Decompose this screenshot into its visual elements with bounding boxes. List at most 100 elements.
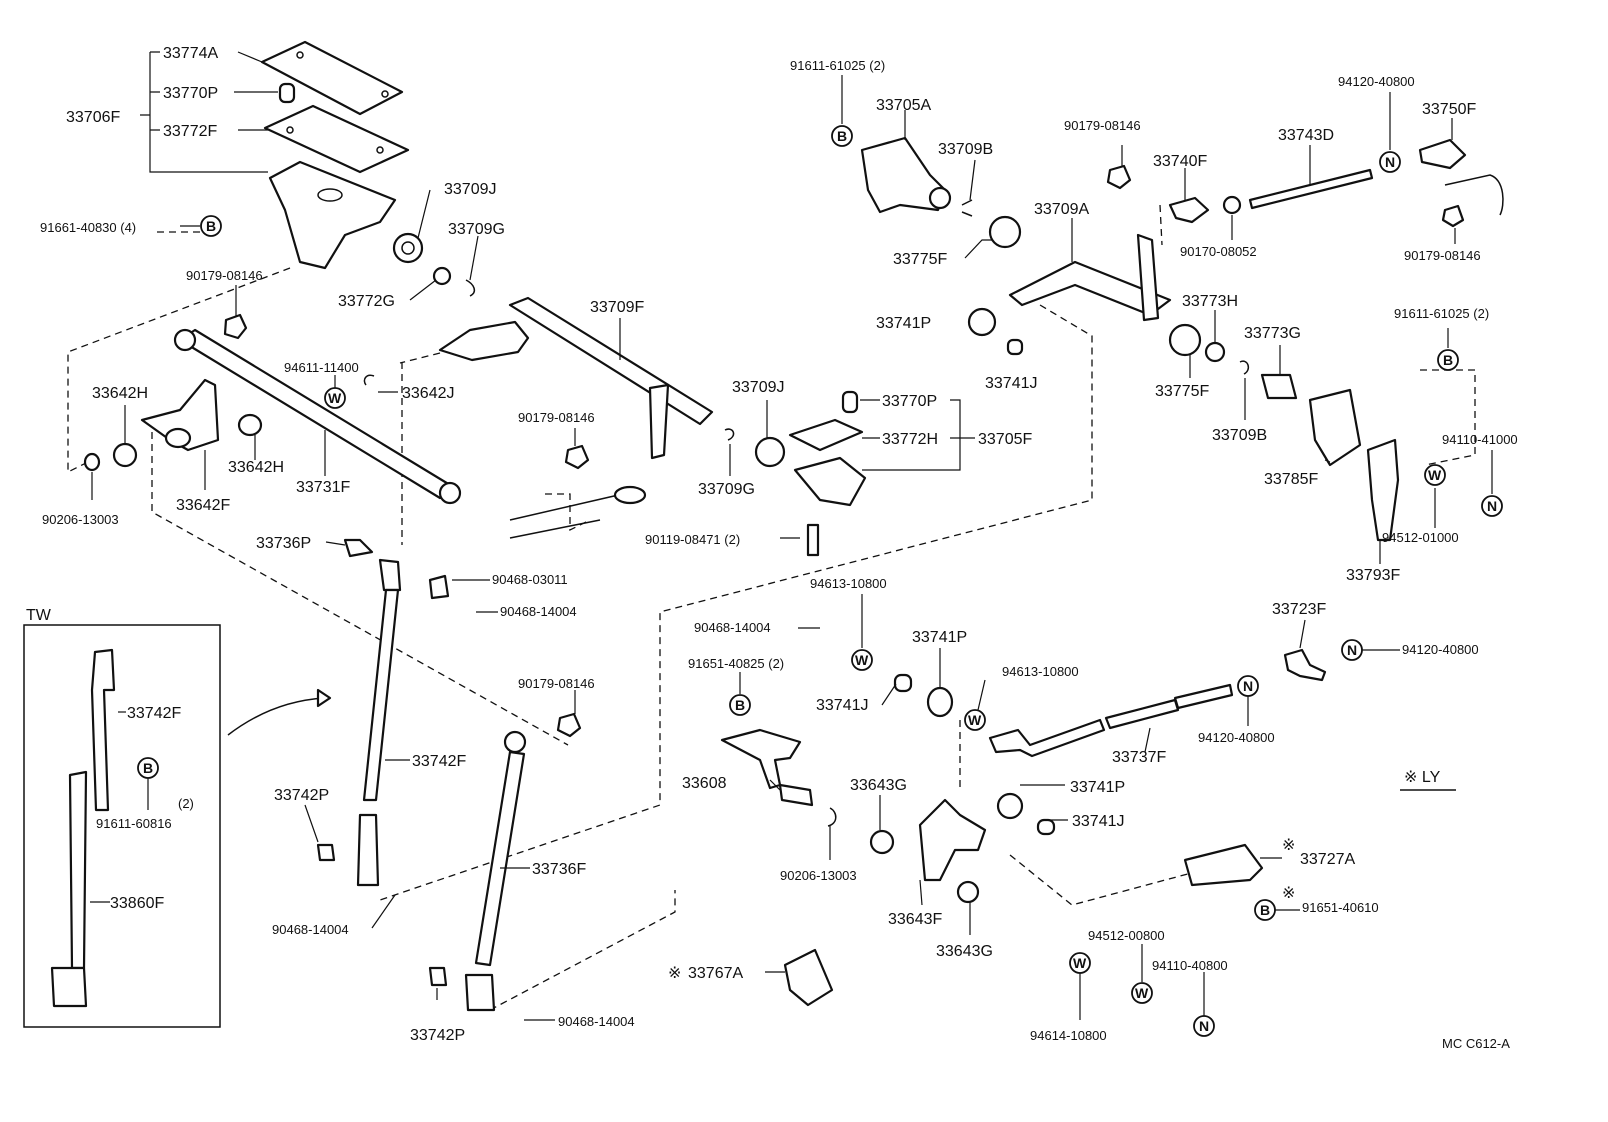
cover-33767A <box>783 948 834 1007</box>
rod-33737F <box>988 718 1106 758</box>
label-91651-40610-mark: ※ <box>1282 885 1295 902</box>
label-94611-11400: 94611-11400 <box>284 360 359 375</box>
label-33709J: 33709J <box>444 181 497 198</box>
nut-90179-c <box>1106 164 1132 190</box>
part-labels: 33774A 33770P 33706F 33772F 91661-40830 … <box>40 45 1518 1051</box>
bracket-33705A <box>860 136 947 214</box>
label-90206-13003: 90206-13003 <box>780 868 857 883</box>
svg-text:W: W <box>968 712 982 728</box>
label-33709G: 33709G <box>448 221 505 238</box>
label-33727A: 33727A <box>1300 851 1355 868</box>
label-33736P: 33736P <box>256 535 311 552</box>
bushing-33770P <box>278 82 296 104</box>
bracket-33705F <box>793 456 867 507</box>
label-90179-08146: 90179-08146 <box>518 410 595 425</box>
bolt-icon <box>831 125 853 147</box>
label-33642F: 33642F <box>176 497 230 514</box>
svg-text:B: B <box>1260 902 1270 918</box>
svg-text:N: N <box>1347 642 1357 658</box>
bushing-33775F-a <box>988 215 1022 249</box>
plate-33772H <box>788 418 864 452</box>
bushing-33775F-b <box>1168 323 1202 357</box>
label-33773H: 33773H <box>1182 293 1238 310</box>
label-33731F: 33731F <box>296 479 350 496</box>
label-94120-40800: 94120-40800 <box>1338 74 1415 89</box>
label-90468-14004: 90468-14004 <box>272 922 349 937</box>
bracket-33785F <box>1308 388 1362 467</box>
label-33736F: 33736F <box>532 861 586 878</box>
label-33741J: 33741J <box>816 697 869 714</box>
symbol-icons: B W B N B W N W B W N N B W W N <box>200 125 1503 1037</box>
bolt-90119 <box>806 523 820 557</box>
clip-33709B-a <box>961 199 973 217</box>
leader-lines <box>91 51 1493 1021</box>
bushing-33741P-b <box>926 686 954 718</box>
label-90179-08146: 90179-08146 <box>1064 118 1141 133</box>
label-33642H: 33642H <box>92 385 148 402</box>
bushing-33709J-top <box>392 232 424 264</box>
label-94512-00800: 94512-00800 <box>1088 928 1165 943</box>
lever-33643F <box>918 798 987 882</box>
tw-rod-33860F <box>68 770 88 970</box>
label-33775F: 33775F <box>1155 383 1209 400</box>
label-33705A: 33705A <box>876 97 931 114</box>
bracket-33727A <box>1183 843 1264 887</box>
part-drawings <box>83 40 1504 1012</box>
label-33770P: 33770P <box>163 85 218 102</box>
washer-icon <box>1424 464 1446 486</box>
nut-icon <box>1481 495 1503 517</box>
label-33709F: 33709F <box>590 299 644 316</box>
label-33709G: 33709G <box>698 481 755 498</box>
svg-text:W: W <box>855 652 869 668</box>
label-33772F: 33772F <box>163 123 217 140</box>
label-33742P: 33742P <box>274 787 329 804</box>
label-94110-40800: 94110-40800 <box>1152 958 1228 973</box>
label-33709B: 33709B <box>938 141 993 158</box>
svg-text:N: N <box>1243 678 1253 694</box>
label-33709J: 33709J <box>732 379 785 396</box>
bushing-33642H-b <box>237 413 263 437</box>
label-33709A: 33709A <box>1034 201 1089 218</box>
label-94613-10800: 94613-10800 <box>1002 664 1079 679</box>
svg-text:B: B <box>206 218 216 234</box>
bushing-33770P-mid <box>841 390 859 414</box>
label-90468-14004: 90468-14004 <box>558 1014 635 1029</box>
stud-33773G <box>1260 373 1298 400</box>
washer-90206-a <box>83 452 101 472</box>
bushing-33709J-mid <box>754 436 786 468</box>
tw-rod-33742F <box>90 648 116 812</box>
nut-90179-a <box>223 313 248 340</box>
label-33642H: 33642H <box>228 459 284 476</box>
tw-label-33742F: 33742F <box>127 705 181 722</box>
rod-33731F <box>178 328 457 500</box>
label-33737F: 33737F <box>1112 749 1166 766</box>
bushing-33741J-a <box>1006 338 1024 356</box>
label-94613-10800: 94613-10800 <box>810 576 887 591</box>
label-33742P: 33742P <box>410 1027 465 1044</box>
tw-label-qty: (2) <box>178 796 194 811</box>
label-33643G: 33643G <box>936 943 993 960</box>
clip-33709G-mid <box>724 428 735 441</box>
label-33723F: 33723F <box>1272 601 1326 618</box>
balljoint-33750F <box>1418 138 1467 170</box>
tw-arrow <box>227 697 326 736</box>
washer-icon <box>851 649 873 671</box>
washer-icon <box>964 709 986 731</box>
label-33774A: 33774A <box>163 45 218 62</box>
svg-text:W: W <box>1073 955 1087 971</box>
washer-33772G <box>432 266 452 286</box>
label-33741P: 33741P <box>876 315 931 332</box>
svg-text:W: W <box>1135 985 1149 1001</box>
label-33775F: 33775F <box>893 251 947 268</box>
label-33643F: 33643F <box>888 911 942 928</box>
svg-text:W: W <box>328 390 342 406</box>
label-33741J: 33741J <box>1072 813 1125 830</box>
bushing-33642H-a <box>112 442 138 468</box>
svg-text:B: B <box>735 697 745 713</box>
bushing-33643G-b <box>956 880 980 904</box>
label-33743D: 33743D <box>1278 127 1334 144</box>
tw-inset-frame <box>23 624 221 1028</box>
clip-33709B-b <box>1239 360 1250 375</box>
label-94512-01000: 94512-01000 <box>1382 530 1459 545</box>
